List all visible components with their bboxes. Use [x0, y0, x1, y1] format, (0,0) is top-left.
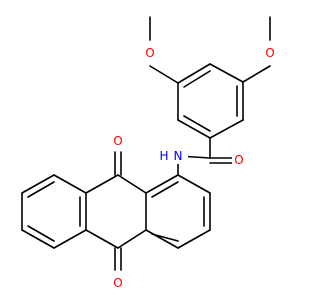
bond-ring3-double-3 — [27, 225, 55, 242]
bond-ring2-double-2 — [151, 233, 179, 242]
bond-ring3-f — [53, 229, 87, 249]
methoxy-oxygen-right: O — [265, 46, 274, 60]
bond-central-c — [85, 174, 119, 194]
bond-ring3-c — [21, 174, 55, 194]
bond-ring1-b — [209, 63, 244, 83]
bond-ring1-double-3 — [183, 115, 211, 132]
bond-ring2-f — [145, 174, 179, 194]
amide-oxygen: O — [234, 153, 243, 167]
bond-ring2-double-3 — [151, 181, 179, 198]
structure-diagram: O O O H N O O — [21, 16, 277, 290]
bond-central-a — [117, 174, 147, 194]
bond-central-b — [117, 229, 147, 249]
bond-ring1-double-1 — [183, 70, 211, 88]
amide-nitrogen: N — [174, 149, 183, 163]
bond-ring3-e — [21, 229, 55, 249]
bond-ring1-a — [177, 63, 211, 84]
bond-central-d — [85, 229, 119, 249]
amide-hydrogen: H — [159, 149, 168, 163]
atom-labels: O O O H N O O — [111, 46, 277, 290]
bond-ring2-c — [177, 229, 211, 249]
bond-ring2-a — [177, 174, 211, 194]
bond-methoxy-left-ring — [149, 65, 179, 84]
quinone-oxygen-bottom: O — [113, 276, 122, 290]
bond-ring2-d — [145, 229, 179, 249]
methoxy-oxygen-left: O — [145, 46, 154, 60]
bond-ring3-double-2 — [27, 181, 55, 198]
quinone-oxygen-top: O — [113, 134, 122, 148]
bond-methoxy-right-ring — [242, 65, 271, 83]
bond-ring1-d — [209, 119, 244, 139]
bond-ring1-e — [177, 119, 211, 139]
bonds — [21, 16, 271, 271]
bond-ring3-b — [53, 174, 87, 194]
